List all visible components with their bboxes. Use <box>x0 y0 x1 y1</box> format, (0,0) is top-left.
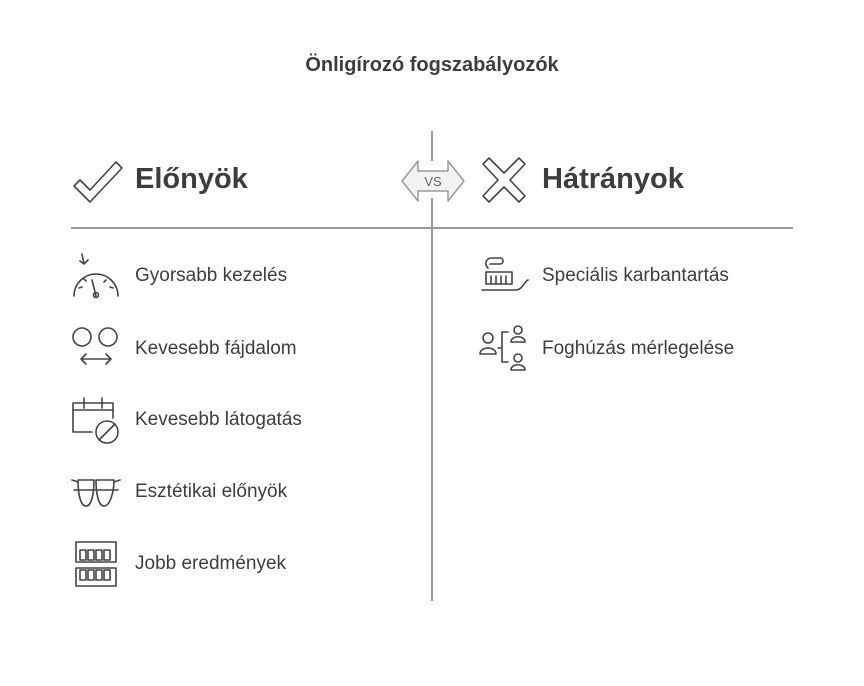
pros-item-label: Kevesebb látogatás <box>135 409 302 430</box>
comparison-arrows-icon <box>70 325 122 377</box>
diagram-title: Önligírozó fogszabályozók <box>305 54 559 76</box>
pros-item-label: Kevesebb fájdalom <box>135 338 297 359</box>
calendar-blocked-icon <box>70 396 122 448</box>
dentures-icon <box>72 540 124 592</box>
cross-icon <box>481 156 527 204</box>
people-decision-icon <box>478 324 530 376</box>
teeth-braces-icon <box>70 474 122 526</box>
pros-heading: Előnyök <box>135 163 248 195</box>
divider-vertical-top <box>431 131 433 161</box>
toothbrush-icon <box>480 254 532 306</box>
pros-item-label: Esztétikai előnyök <box>135 481 288 502</box>
divider-horizontal-left <box>71 227 431 229</box>
check-icon <box>72 158 124 204</box>
vs-badge: VS <box>400 155 466 207</box>
cons-item-label: Foghúzás mérlegelése <box>542 338 735 359</box>
pros-item-label: Gyorsabb kezelés <box>135 265 288 286</box>
speedometer-icon <box>70 250 122 302</box>
vs-label: VS <box>424 174 442 189</box>
cons-item-label: Speciális karbantartás <box>542 265 729 286</box>
pros-item-label: Jobb eredmények <box>135 553 287 574</box>
cons-heading: Hátrányok <box>542 163 684 195</box>
divider-vertical <box>431 198 433 601</box>
divider-horizontal-right <box>433 227 793 229</box>
